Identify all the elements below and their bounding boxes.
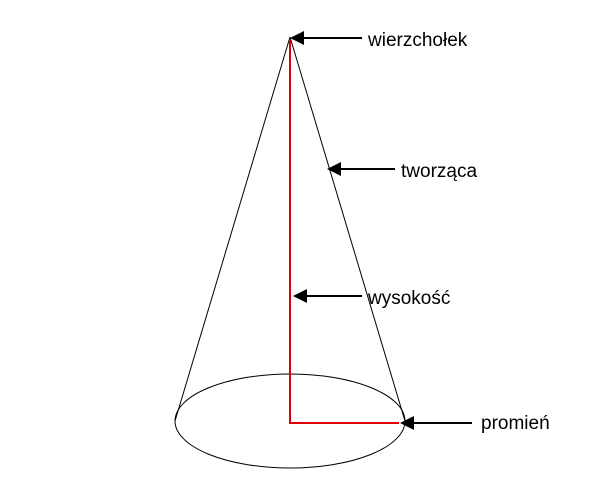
apex-arrow	[290, 31, 362, 45]
radius-arrow	[400, 416, 472, 430]
radius-label: promień	[481, 413, 550, 434]
slant-label: tworząca	[401, 161, 477, 182]
cone-right-slant	[289, 36, 406, 422]
height-label: wysokość	[367, 288, 450, 309]
slant-arrow	[327, 162, 395, 176]
cone-left-slant	[174, 36, 291, 422]
height-arrow	[293, 289, 362, 303]
apex-label: wierzchołek	[367, 30, 468, 51]
